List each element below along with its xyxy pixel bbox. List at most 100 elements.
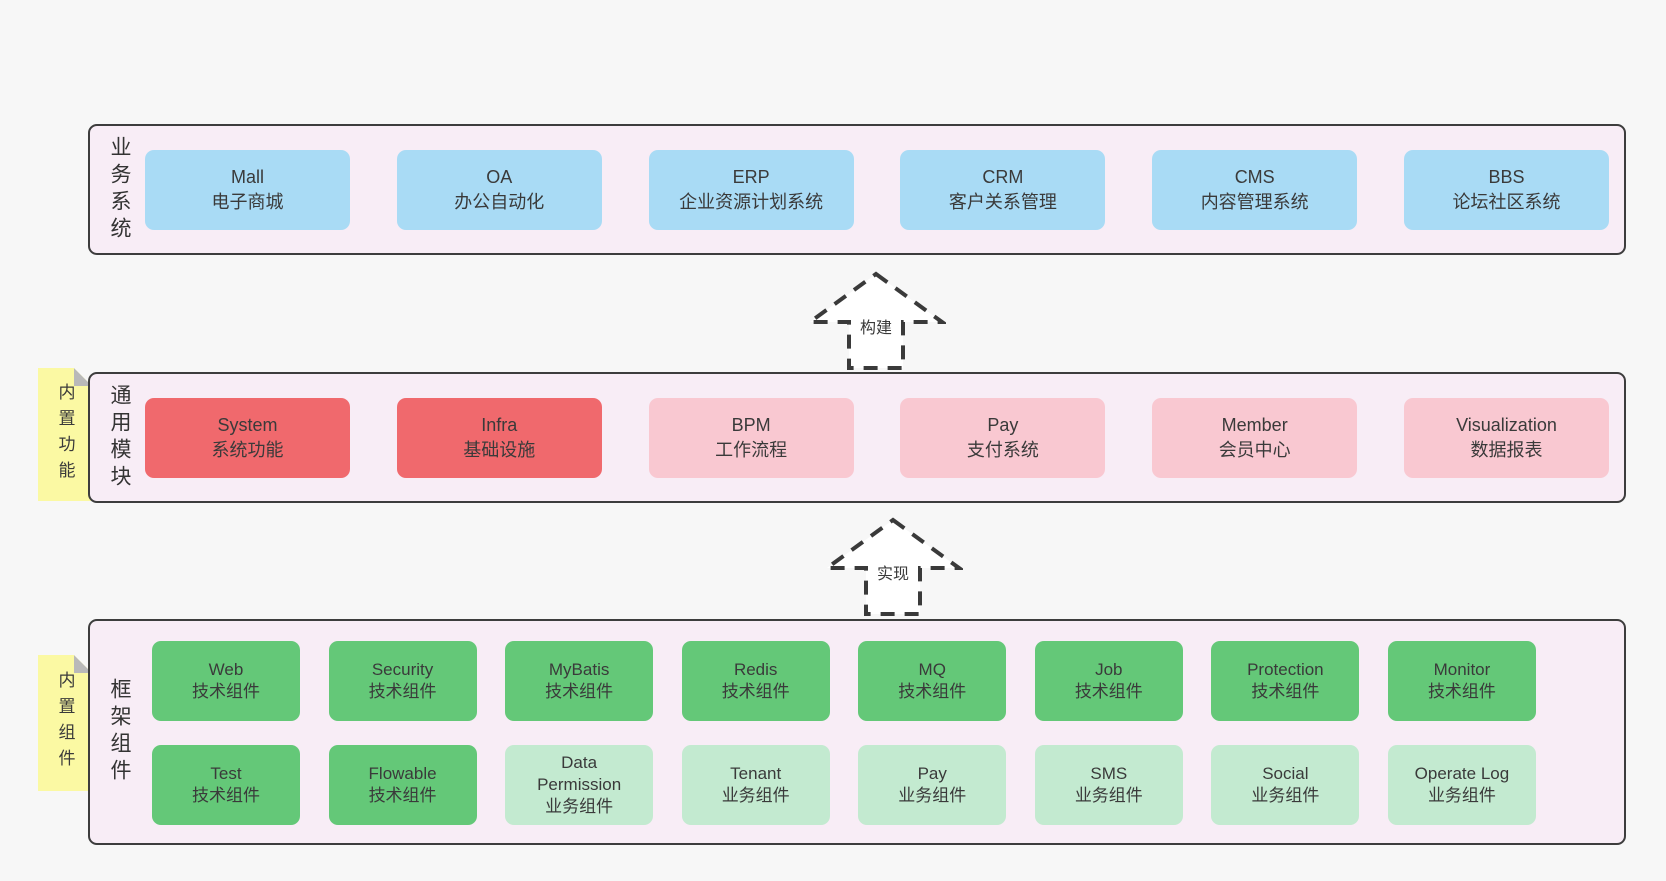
arrow-implement-label: 实现 <box>873 560 913 584</box>
box-flowable: Flowable 技术组件 <box>328 745 477 825</box>
box-subtitle: 支付系统 <box>966 439 1039 460</box>
box-title: Visualization <box>1456 415 1557 436</box>
box-subtitle: 内容管理系统 <box>1200 191 1309 212</box>
box-title: Web <box>208 659 244 679</box>
box-title: Social <box>1262 763 1309 783</box>
box-title: SMS <box>1090 763 1128 783</box>
box-subtitle: 业务组件 <box>545 797 614 817</box>
box-title: Pay <box>917 763 947 783</box>
box-oa: OA 办公自动化 <box>396 149 602 230</box>
box-subtitle: 技术组件 <box>1074 682 1143 701</box>
band-common-modules-label: 通用模块 <box>108 383 131 492</box>
box-subtitle: 办公自动化 <box>454 191 545 212</box>
box-social: Social 业务组件 <box>1211 745 1360 825</box>
box-subtitle: 电子商城 <box>211 191 284 212</box>
box-subtitle: 技术组件 <box>1251 682 1320 701</box>
arrow-implement: 实现 <box>823 516 963 618</box>
box-subtitle: 技术组件 <box>368 786 437 805</box>
box-visualization: Visualization 数据报表 <box>1403 397 1609 478</box>
box-subtitle: 业务组件 <box>1251 786 1320 805</box>
box-subtitle: 业务组件 <box>1427 786 1496 805</box>
box-subtitle: 技术组件 <box>192 786 260 805</box>
box-subtitle: 技术组件 <box>721 682 790 701</box>
box-title: CRM <box>982 167 1024 188</box>
box-title: Monitor <box>1433 659 1491 679</box>
box-mybatis: MyBatis 技术组件 <box>505 641 654 721</box>
box-subtitle: 业务组件 <box>1074 786 1143 805</box>
band-common-modules: 通用模块 System 系统功能 Infra 基础设施 BPM 工作流程 Pay… <box>88 372 1626 503</box>
box-security: Security 技术组件 <box>328 641 477 721</box>
box-title: BBS <box>1488 167 1525 188</box>
box-system: System 系统功能 <box>145 397 350 478</box>
box-title: MQ <box>918 659 946 679</box>
box-subtitle: 基础设施 <box>463 439 536 460</box>
box-protection: Protection 技术组件 <box>1211 641 1360 721</box>
sticky-built-in-components: 内置组件 <box>38 655 92 791</box>
box-subtitle: 技术组件 <box>192 682 260 701</box>
box-job: Job 技术组件 <box>1034 641 1183 721</box>
box-bbs: BBS 论坛社区系统 <box>1403 149 1609 230</box>
box-member: Member 会员中心 <box>1152 397 1358 478</box>
box-bpm: BPM 工作流程 <box>648 397 854 478</box>
box-title: Redis <box>733 659 778 679</box>
arrow-build: 构建 <box>806 270 946 372</box>
box-title: BPM <box>731 415 771 436</box>
box-data-permission: Data Permission 业务组件 <box>505 745 654 825</box>
box-subtitle: 技术组件 <box>898 682 967 701</box>
band-business-systems: 业务系统 Mall 电子商城 OA 办公自动化 ERP 企业资源计划系统 CRM… <box>88 124 1626 255</box>
box-title: Test <box>210 763 242 783</box>
box-subtitle: 论坛社区系统 <box>1452 191 1561 212</box>
box-mall: Mall 电子商城 <box>145 149 350 230</box>
band-framework-components-label: 框架组件 <box>108 678 131 786</box>
box-subtitle: 企业资源计划系统 <box>679 191 824 212</box>
box-title: Pay <box>987 415 1019 436</box>
box-pay-module: Pay 支付系统 <box>900 397 1106 478</box>
framework-components-row-2: Test 技术组件 Flowable 技术组件 Data Permission … <box>152 745 1536 825</box>
box-title: CMS <box>1234 167 1275 188</box>
box-monitor: Monitor 技术组件 <box>1387 641 1536 721</box>
box-subtitle: 会员中心 <box>1218 439 1291 460</box>
box-pay-component: Pay 业务组件 <box>858 745 1007 825</box>
box-test: Test 技术组件 <box>152 745 300 825</box>
framework-components-row-1: Web 技术组件 Security 技术组件 MyBatis 技术组件 Redi… <box>152 641 1536 721</box>
box-infra: Infra 基础设施 <box>396 397 602 478</box>
band-framework-components: 框架组件 Web 技术组件 Security 技术组件 MyBatis 技术组件… <box>88 619 1626 845</box>
box-crm: CRM 客户关系管理 <box>900 149 1106 230</box>
box-title: Security <box>371 659 434 679</box>
box-title: Data Permission <box>537 752 622 794</box>
box-tenant: Tenant 业务组件 <box>681 745 830 825</box>
sticky-label: 内置组件 <box>55 671 75 775</box>
box-mq: MQ 技术组件 <box>858 641 1007 721</box>
box-title: Protection <box>1247 659 1324 679</box>
box-subtitle: 业务组件 <box>721 786 790 805</box>
box-subtitle: 技术组件 <box>545 682 614 701</box>
box-operate-log: Operate Log 业务组件 <box>1387 745 1536 825</box>
box-sms: SMS 业务组件 <box>1034 745 1183 825</box>
common-modules-row: System 系统功能 Infra 基础设施 BPM 工作流程 Pay 支付系统… <box>145 374 1609 501</box>
sticky-label: 内置功能 <box>55 382 75 487</box>
band-business-systems-label: 业务系统 <box>108 135 131 244</box>
box-title: Flowable <box>368 763 437 783</box>
box-subtitle: 客户关系管理 <box>948 191 1057 212</box>
box-subtitle: 数据报表 <box>1470 439 1543 460</box>
box-title: MyBatis <box>548 659 610 679</box>
box-erp: ERP 企业资源计划系统 <box>648 149 854 230</box>
box-web: Web 技术组件 <box>152 641 300 721</box>
arrow-build-label: 构建 <box>856 314 896 338</box>
box-title: ERP <box>732 167 770 188</box>
sticky-built-in-features: 内置功能 <box>38 368 92 501</box>
business-systems-row: Mall 电子商城 OA 办公自动化 ERP 企业资源计划系统 CRM 客户关系… <box>145 126 1609 253</box>
box-title: Job <box>1095 659 1123 679</box>
box-title: Infra <box>481 415 518 436</box>
box-title: Tenant <box>730 763 782 783</box>
box-title: System <box>217 415 278 436</box>
box-redis: Redis 技术组件 <box>681 641 830 721</box>
box-subtitle: 技术组件 <box>1427 682 1496 701</box>
box-title: OA <box>486 167 513 188</box>
box-title: Operate Log <box>1414 763 1510 783</box>
box-title: Member <box>1221 415 1288 436</box>
box-subtitle: 技术组件 <box>368 682 437 701</box>
box-subtitle: 系统功能 <box>211 439 284 460</box>
box-subtitle: 业务组件 <box>898 786 967 805</box>
